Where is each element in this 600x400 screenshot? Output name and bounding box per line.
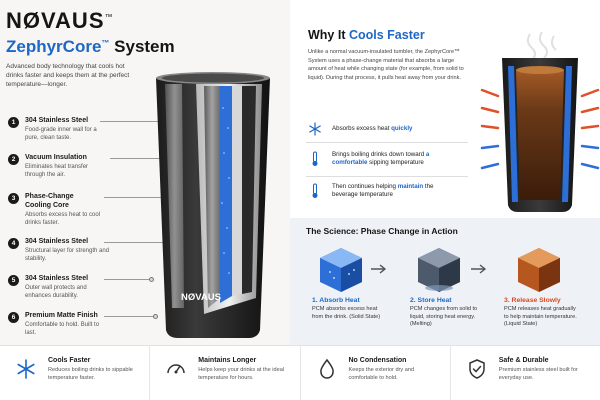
- shield-check-icon: [465, 358, 489, 382]
- thermometer-icon: [306, 182, 324, 200]
- product-panel: NØVAUS™ ZephyrCore™ System Advanced body…: [0, 0, 290, 345]
- gauge-icon: [164, 358, 188, 382]
- intro-text: Advanced body technology that cools hot …: [6, 63, 130, 88]
- divider: [306, 142, 468, 143]
- stage-absorb: 1. Absorb Heat PCM absorbs excess heat f…: [312, 297, 381, 320]
- leader-line: [104, 314, 158, 319]
- stage-store: 2. Store Heat PCM changes from solid to …: [410, 297, 478, 327]
- cup-logo: NØVAUS: [181, 292, 221, 303]
- benefit-maintain: Then continues helping maintain the beve…: [306, 182, 476, 200]
- brand-logo: NØVAUS™: [6, 8, 114, 33]
- system-title: ZephyrCore™ System: [6, 37, 175, 56]
- cube-liquid: [518, 248, 560, 292]
- ice-cube-solid: [320, 248, 362, 292]
- why-text: Unlike a normal vacuum-insulated tumbler…: [308, 49, 464, 81]
- benefit-absorbs: Absorbs excess heat quickly: [306, 120, 476, 138]
- arrow-right-icon: [471, 264, 487, 274]
- why-title: Why It Cools Faster: [308, 28, 425, 42]
- benefit-brings-down: Brings boiling drinks down toward a comf…: [306, 150, 476, 168]
- science-section: The Science: Phase Change in Action 1. A…: [290, 218, 600, 345]
- science-title: The Science: Phase Change in Action: [306, 226, 458, 236]
- cube-melting: [418, 248, 460, 292]
- divider: [306, 176, 468, 177]
- tumbler-cutaway-illustration: NØVAUS: [156, 72, 270, 338]
- glass-heat-illustration: [480, 31, 600, 212]
- explanation-panel: Why It Cools Faster Unlike a normal vacu…: [290, 0, 600, 345]
- steam-icon: [526, 31, 557, 61]
- arrow-right-icon: [371, 264, 387, 274]
- thermometer-icon: [306, 150, 324, 168]
- snowflake-icon: [14, 358, 38, 382]
- stage-release: 3. Release Slowly PCM releases heat grad…: [504, 297, 577, 327]
- snowflake-icon: [306, 120, 324, 138]
- leader-line: [104, 277, 154, 282]
- droplet-icon: [315, 358, 339, 382]
